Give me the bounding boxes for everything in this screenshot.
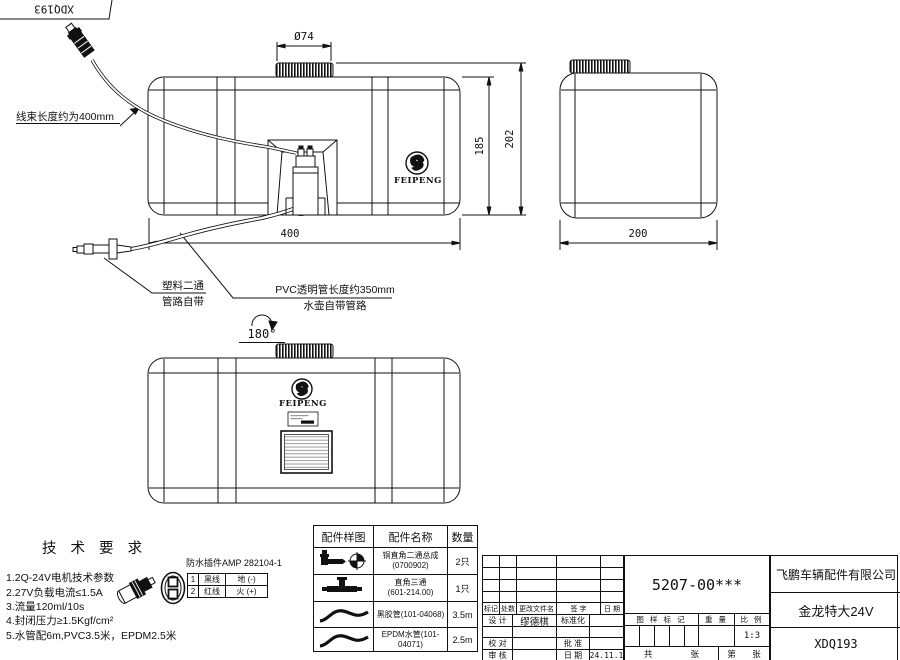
pin-polarity: 火 (+) — [226, 586, 268, 598]
harness-plug — [65, 22, 95, 58]
design-label: 设 计 — [483, 615, 513, 627]
rev-header-sign: 签 字 — [557, 603, 601, 615]
pin-no: 2 — [188, 586, 199, 598]
weight-label: 重 量 — [699, 614, 735, 626]
approve-label: 批 准 — [557, 638, 590, 650]
leader-lines — [103, 107, 392, 299]
rotation-label: 180° — [239, 327, 285, 343]
dim-heights — [336, 62, 526, 216]
amp-connector-drawing — [116, 571, 186, 605]
sheet-number-cell: 第张 — [719, 647, 770, 660]
part-qty: 1只 — [448, 575, 478, 602]
adjacent-sheet-box — [0, 0, 113, 20]
dim-width — [559, 220, 718, 250]
tech-item: 5.水管配6m,PVC3.5米，EPDM2.5米 — [6, 630, 177, 642]
dim-cap-diameter — [276, 42, 332, 61]
rev-header-docname: 更改文件名 — [517, 603, 557, 615]
rotation-arrow-icon — [251, 314, 278, 332]
dim-400-text: 400 — [280, 228, 300, 240]
product-name: 金龙特大24V — [771, 593, 900, 628]
part-name: 铜直角二通总成 — [382, 551, 439, 560]
hose-icon — [319, 633, 369, 648]
stamp-label: 图 样 标 记 — [625, 614, 699, 626]
washer-pump — [285, 145, 326, 216]
pvc-note-line1: PVC透明管长度约350mm — [275, 284, 395, 296]
wiring-harness — [90, 59, 297, 155]
water-hose — [130, 206, 297, 251]
part-name: 黑胶管(101-04068) — [376, 609, 445, 619]
part-code: (0700902) — [392, 561, 429, 570]
side-view — [559, 72, 718, 219]
product-labels — [280, 411, 333, 474]
part-name: 直角三通 — [394, 578, 427, 587]
pvc-note-line2: 水壶自带管路 — [303, 300, 367, 312]
dim-cap-diameter-text: Ø74 — [294, 30, 314, 43]
date-label: 日 期 — [557, 650, 590, 660]
tech-item: 1.2Q-24V电机技术参数 — [6, 572, 114, 584]
part-code: (601-214.00) — [387, 588, 434, 597]
pin-wire: 黑线 — [199, 574, 226, 586]
adjacent-sheet-code: XDQ193 — [34, 2, 74, 16]
part-qty: 2.5m — [448, 628, 478, 652]
pin-polarity: 地 (-) — [226, 574, 268, 586]
rev-header-count: 处数 — [500, 603, 517, 615]
tech-item: 3.流量120ml/10s — [6, 601, 85, 613]
filler-caps — [275, 59, 631, 359]
harness-length-note: 线束长度约为400mm — [16, 111, 120, 125]
pin-wire: 红线 — [199, 586, 226, 598]
check-label: 校 对 — [483, 638, 513, 650]
tech-requirements-title: 技 术 要 求 — [42, 541, 148, 557]
date-value: 24.11.1 — [590, 650, 624, 660]
part-qty: 3.5m — [448, 602, 478, 628]
parts-row: 铜直角二通总成 (0700902) 2只 — [314, 548, 478, 575]
dim-200-text: 200 — [628, 228, 648, 240]
elbow-fitting-icon — [319, 550, 366, 570]
amp-connector-title: 防水插件AMP 282104-1 — [186, 558, 282, 568]
tee-fitting-icon — [321, 577, 362, 592]
dim-185-text: 185 — [473, 136, 486, 156]
parts-row: EPDM水管(101-04071) 2.5m — [314, 628, 478, 652]
title-block-middle: 5207-00*** 图 样 标 记 重 量 比 例 1:3 共张 第张 — [624, 556, 770, 660]
parts-row: 黑胶管(101-04068) 3.5m — [314, 602, 478, 628]
fitting-note-line1: 塑料二通 — [162, 280, 204, 292]
brand-text-back: FEIPENG — [279, 399, 327, 409]
amp-pinout-table: 1 黑线 地 (-) 2 红线 火 (+) — [187, 573, 268, 598]
sheet-total-cell: 共张 — [625, 647, 719, 660]
drawing-number: XDQ193 — [814, 636, 858, 651]
parts-header-sample: 配件样图 — [314, 526, 374, 548]
feipeng-logo-back — [291, 378, 313, 400]
parts-header-qty: 数量 — [448, 526, 478, 548]
title-block: 标记 处数 更改文件名 签 字 日 期 设 计 缪德棋 标准化 校 对 批 准 … — [482, 555, 900, 660]
title-block-right: 飞鹏车辆配件有限公司 金龙特大24V XDQ193 — [770, 556, 900, 660]
parts-header-name: 配件名称 — [374, 526, 448, 548]
brand-text-front: FEIPENG — [394, 176, 442, 186]
feipeng-logo-front — [405, 151, 429, 175]
tech-item: 4.封闭压力≥1.5Kgf/cm² — [6, 615, 114, 627]
tech-item: 2.27V负载电流≤1.5A — [6, 587, 103, 599]
part-qty: 2只 — [448, 548, 478, 575]
hose-icon — [319, 608, 369, 623]
title-block-left: 标记 处数 更改文件名 签 字 日 期 设 计 缪德棋 标准化 校 对 批 准 … — [483, 556, 624, 660]
part-name: EPDM水管(101-04071) — [381, 629, 440, 649]
pin-no: 1 — [188, 574, 199, 586]
part-number: 5207-00*** — [625, 556, 770, 614]
rev-header-mark: 标记 — [483, 603, 500, 615]
rev-header-date: 日 期 — [601, 603, 624, 615]
parts-table: 配件样图 配件名称 数量 铜直角二通总成 (0700902) 2只 — [313, 525, 478, 652]
scale-value: 1:3 — [735, 626, 770, 647]
fitting-note-line2: 管路自带 — [162, 296, 204, 308]
audit-label: 审 核 — [483, 650, 513, 660]
parts-row: 直角三通 (601-214.00) 1只 — [314, 575, 478, 602]
dim-202-text: 202 — [503, 129, 516, 149]
company-name: 飞鹏车辆配件有限公司 — [771, 556, 900, 593]
designer-name: 缪德棋 — [513, 615, 557, 627]
standardization-label: 标准化 — [557, 615, 590, 627]
two-way-fitting — [72, 238, 132, 260]
scale-label: 比 例 — [735, 614, 770, 626]
